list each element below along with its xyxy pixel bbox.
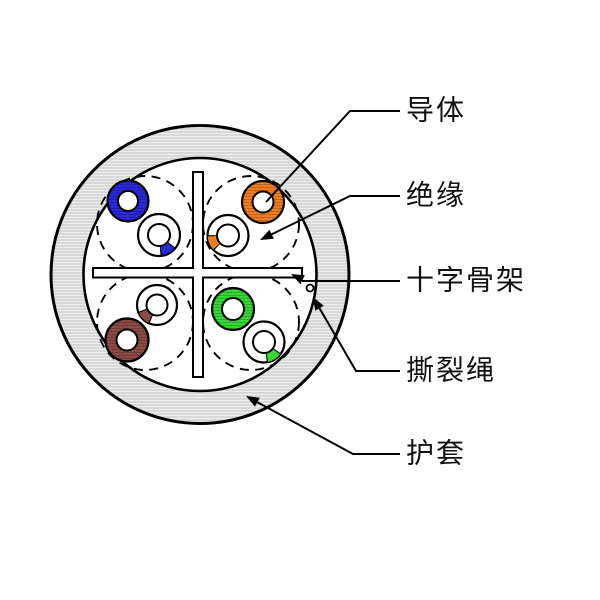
brown-stripe-mark — [138, 308, 153, 323]
label-conductor: 导体 — [406, 95, 466, 127]
arrowhead-insulation — [260, 229, 274, 240]
orange-pair-conductor — [251, 190, 275, 214]
jacket-outer-edge — [49, 124, 351, 425]
pair-boundary-top-right — [202, 175, 300, 273]
green-pair-conductor — [221, 297, 245, 321]
white-pair-conductor-tl — [147, 223, 171, 247]
blue-pair-conductor — [117, 190, 139, 212]
leader-rip-cord — [318, 307, 400, 372]
label-cross-spline: 十字骨架 — [406, 265, 526, 297]
label-jacket: 护套 — [406, 438, 466, 470]
rip-cord — [305, 283, 315, 293]
white-pair-conductor-br — [252, 330, 276, 354]
pair-green — [210, 286, 286, 364]
leader-conductor — [265, 110, 400, 203]
blue-stripe-mark — [160, 241, 175, 256]
label-rip-cord: 撕裂绳 — [406, 355, 496, 387]
cross-spline — [92, 171, 303, 378]
jacket-ring — [49, 124, 351, 425]
white-pair-conductor-tr — [216, 223, 240, 248]
leader-jacket — [256, 401, 400, 455]
pair-orange — [206, 179, 286, 258]
pair-brown — [104, 283, 179, 363]
leader-insulation — [270, 195, 400, 236]
jacket-inner-edge — [82, 156, 318, 393]
green-stripe-mark — [265, 348, 280, 362]
brown-pair-conductor — [115, 328, 139, 352]
arrowhead-jacket — [246, 396, 260, 407]
orange-stripe-mark — [207, 235, 221, 250]
arrowhead-rip-cord — [313, 297, 324, 311]
arrowhead-cross-spline — [291, 274, 305, 285]
label-insulation: 绝缘 — [406, 180, 466, 212]
white-pair-conductor-bl — [145, 293, 169, 317]
pair-blue — [106, 179, 182, 258]
